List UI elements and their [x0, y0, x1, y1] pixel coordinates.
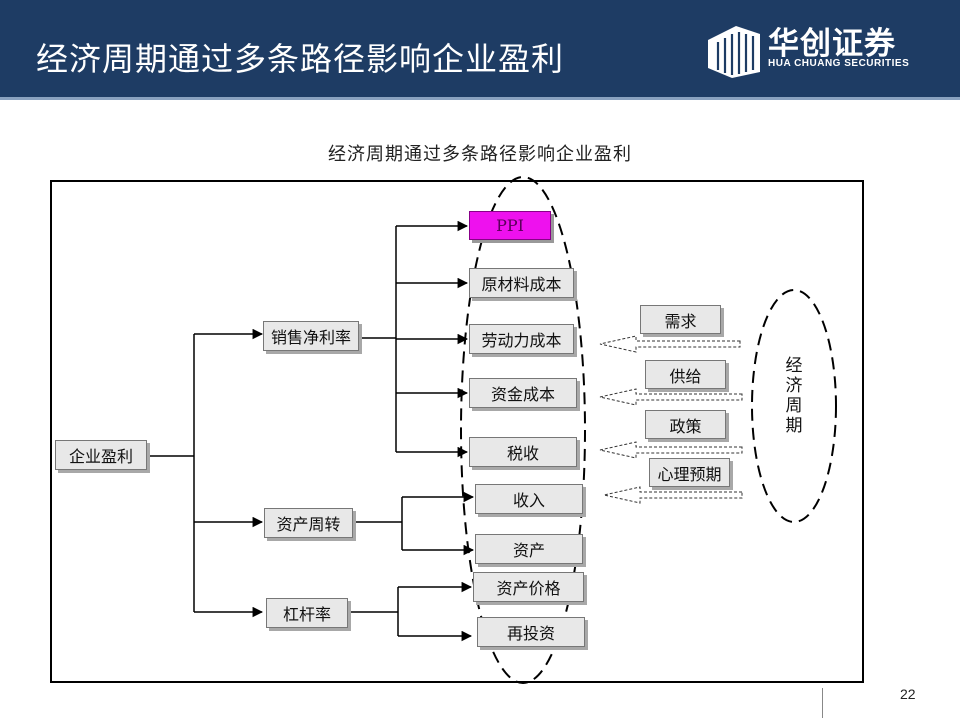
- driver-arrow-4: [603, 486, 743, 504]
- root-node: 企业盈利: [55, 440, 147, 470]
- cycle-char: 济: [785, 376, 803, 396]
- branch-node-net-margin: 销售净利率: [263, 321, 359, 351]
- driver-node-supply: 供给: [645, 360, 726, 389]
- factor-node-asset-price: 资产价格: [473, 572, 584, 602]
- cycle-char: 周: [785, 396, 803, 416]
- slide-title: 经济周期通过多条路径影响企业盈利: [36, 40, 565, 78]
- factor-node-tax: 税收: [469, 437, 577, 467]
- logo-mark-icon: [708, 26, 760, 78]
- header-divider: [0, 97, 960, 100]
- driver-arrow-1: [599, 335, 741, 353]
- factor-node-capital-cost: 资金成本: [469, 378, 577, 408]
- factor-node-raw-material: 原材料成本: [469, 268, 574, 298]
- footer-divider: [822, 688, 823, 718]
- driver-node-policy: 政策: [645, 410, 726, 439]
- driver-node-demand: 需求: [640, 305, 721, 334]
- slide-header: [0, 0, 960, 97]
- economic-cycle-label: 经 济 周 期: [779, 356, 809, 436]
- cycle-ellipse: [751, 289, 837, 523]
- driver-arrow-2: [599, 388, 743, 406]
- transmission-ellipse: [460, 176, 586, 684]
- diagram-frame: [50, 180, 864, 683]
- cycle-char: 经: [785, 356, 803, 376]
- branch-node-asset-turnover: 资产周转: [264, 508, 353, 538]
- company-logo: 华创证券 HUA CHUANG SECURITIES: [706, 18, 936, 78]
- logo-name-en: HUA CHUANG SECURITIES: [768, 58, 910, 69]
- driver-node-expectations: 心理预期: [649, 458, 730, 487]
- factor-node-revenue: 收入: [475, 484, 583, 514]
- branch-node-leverage: 杠杆率: [266, 598, 348, 628]
- figure-title: 经济周期通过多条路径影响企业盈利: [328, 144, 632, 165]
- factor-node-reinvestment: 再投资: [477, 617, 585, 647]
- page-number: 22: [900, 686, 916, 702]
- factor-node-assets: 资产: [475, 534, 583, 564]
- logo-name-cn: 华创证券: [768, 26, 896, 62]
- factor-node-ppi: PPI: [469, 211, 551, 240]
- driver-arrow-3: [599, 441, 743, 459]
- factor-node-labor-cost: 劳动力成本: [469, 324, 574, 354]
- cycle-char: 期: [785, 416, 803, 436]
